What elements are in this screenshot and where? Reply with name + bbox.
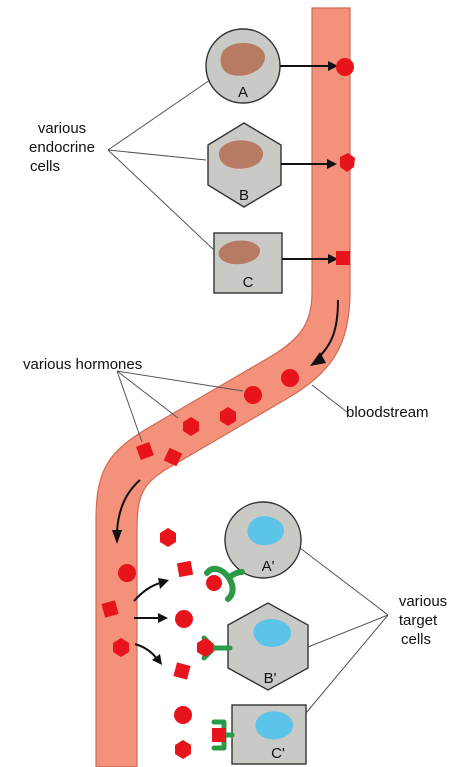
target-label-c: C' (271, 745, 285, 762)
target-nucleus-c (255, 711, 293, 739)
hormone-round (281, 369, 299, 387)
hormone-round (175, 610, 193, 628)
target-cell-c-prime: C' (212, 705, 306, 764)
endocrine-label-line2: endocrine (29, 139, 95, 156)
exit-arrow-upper (158, 578, 169, 589)
target-label-line1: various (399, 593, 447, 610)
hormone-hex (160, 528, 176, 547)
target-label-line3: cells (401, 631, 431, 648)
bloodstream-label: bloodstream (346, 404, 429, 421)
endocrine-cell-a: A (206, 29, 280, 103)
bound-hormone-a (206, 575, 222, 591)
hormone-round (174, 706, 192, 724)
exit-arrow-middle (158, 613, 168, 623)
hormone-a-secreted (336, 58, 354, 76)
hormone-square (173, 662, 190, 679)
hormones-label: various hormones (23, 356, 142, 373)
bloodstream-leader-line (312, 385, 347, 412)
cell-label-b: B (239, 187, 249, 204)
target-label-b: B' (264, 670, 277, 687)
endocrine-cell-b: B (208, 123, 281, 207)
hormone-hex (175, 740, 191, 759)
endocrine-label-line1: various (38, 120, 86, 137)
endocrine-leader-lines (108, 80, 214, 250)
target-label-line2: target (399, 612, 438, 629)
hormone-c-secreted (336, 251, 350, 265)
hormone-round (244, 386, 262, 404)
hormone-round (118, 564, 136, 582)
cell-label-a: A (238, 84, 248, 101)
cell-label-c: C (243, 274, 254, 291)
bound-hormone-c (212, 728, 226, 742)
target-leader-lines (300, 548, 388, 713)
target-label-a: A' (262, 558, 275, 575)
endocrine-cell-c: C (214, 233, 282, 293)
hormone-square (177, 561, 193, 577)
target-cell-b-prime: B' (197, 603, 308, 690)
target-cell-a-prime: A' (206, 502, 301, 599)
endocrine-label-line3: cells (30, 158, 60, 175)
